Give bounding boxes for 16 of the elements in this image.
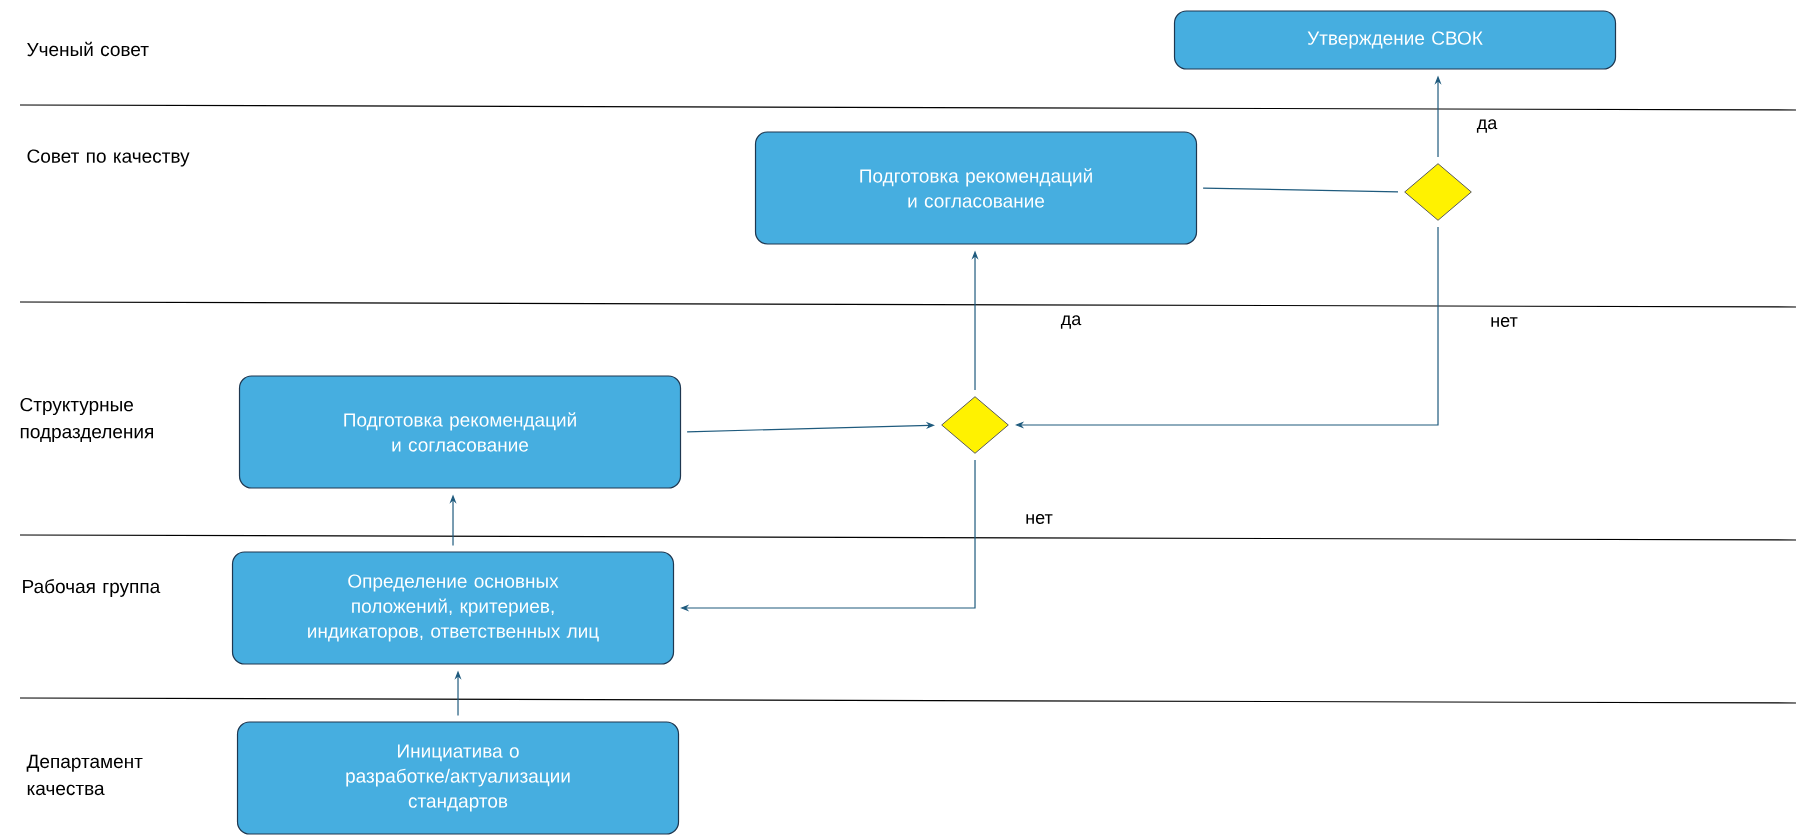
lane-label: Совет по качеству xyxy=(27,149,190,167)
lane-label: Департамент качества xyxy=(26,754,143,796)
edge-label: нет xyxy=(1023,512,1055,526)
lane-label: Ученый совет xyxy=(27,41,149,57)
edge-label: да xyxy=(1058,313,1084,331)
lane-label: Рабочая группа xyxy=(23,579,161,597)
process-box: Подготовка рекомендаций и согласование xyxy=(238,375,682,489)
decision-diamond xyxy=(941,396,1009,454)
edge-label: да xyxy=(1474,117,1500,135)
process-box: Подготовка рекомендаций и согласование xyxy=(754,131,1198,245)
edge-label: нет xyxy=(1488,315,1520,329)
process-box: Инициатива о разработке/актуализации стандартов xyxy=(236,721,680,835)
process-box: Утверждение СВОК xyxy=(1173,10,1617,70)
process-box: Определение основных положений, критериев, индикаторов, ответственных лиц xyxy=(231,551,675,665)
decision-diamond xyxy=(1404,163,1472,221)
lane-label: Структурные подразделения xyxy=(20,397,153,443)
